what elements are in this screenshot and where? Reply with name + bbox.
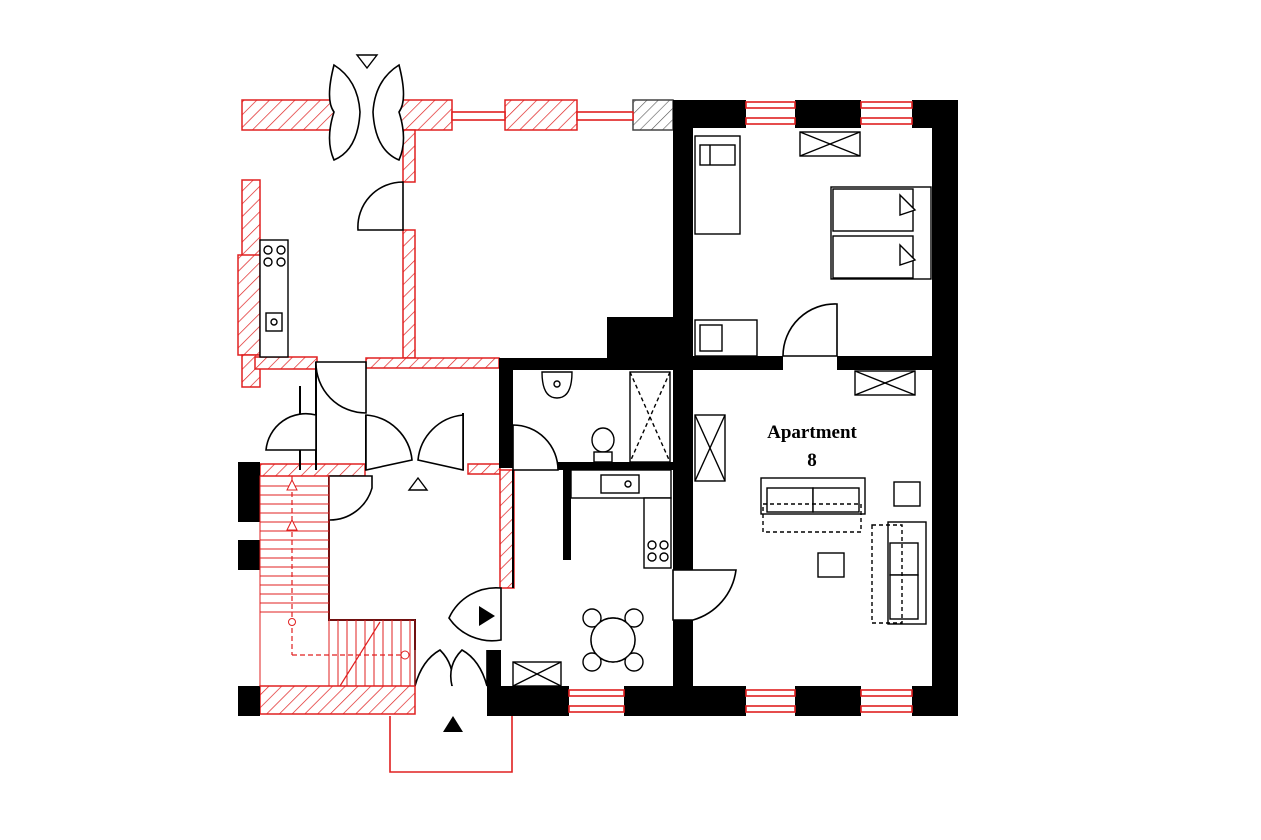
black-walls <box>238 100 958 716</box>
dining-kitchen <box>512 469 672 687</box>
bedroom-furniture <box>694 131 932 357</box>
arrow-apartment-icon <box>479 606 495 626</box>
left-kitchen <box>259 239 289 358</box>
bathroom-fixtures <box>541 371 671 463</box>
windows <box>451 101 913 713</box>
apartment-number: 8 <box>807 450 817 471</box>
entry-arrows <box>355 54 495 732</box>
living-furniture <box>694 370 927 625</box>
staircase <box>259 475 416 687</box>
arrow-corridor-icon <box>407 476 429 491</box>
doors <box>265 63 838 687</box>
gray-hatched-wall <box>632 99 674 131</box>
entrance-landing <box>389 716 513 773</box>
arrow-top-icon <box>355 54 379 70</box>
arrow-entrance-icon <box>443 716 463 732</box>
apartment-label: Apartment <box>767 422 857 443</box>
red-hatched-walls <box>237 99 578 715</box>
